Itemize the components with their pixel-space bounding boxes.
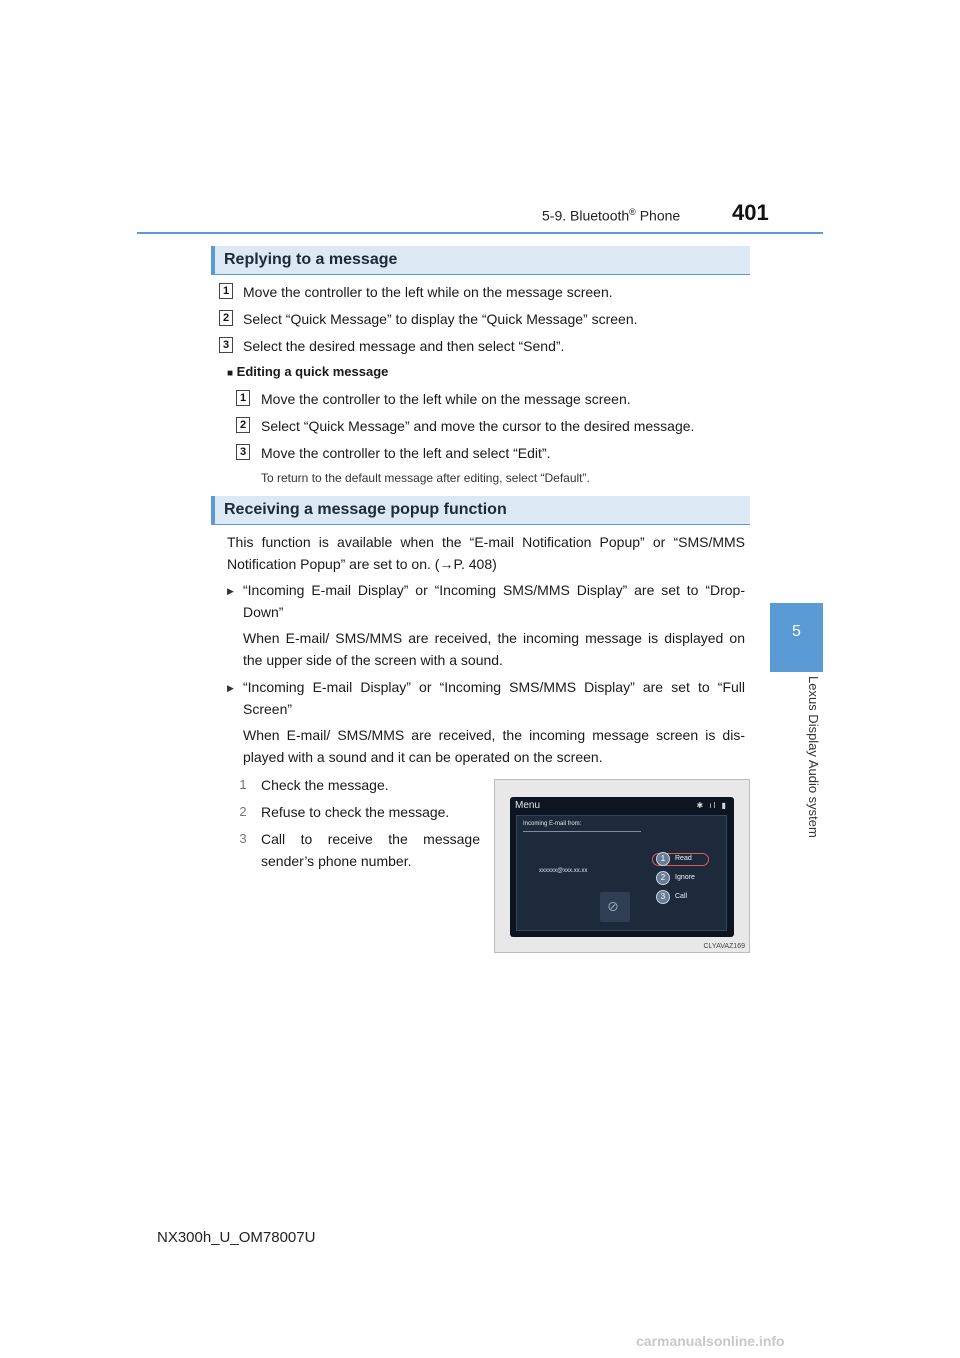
note-text: To return to the default message after e…	[261, 471, 590, 485]
subheading-editing: ■ Editing a quick message	[227, 364, 388, 379]
step-number: 1	[219, 283, 233, 299]
intro-paragraph: This function is available when the “E-m…	[227, 534, 745, 572]
watermark: carmanualsonline.info	[636, 1333, 785, 1349]
sender-address: xxxxxx@xxx.xx.xx	[539, 868, 588, 874]
divider	[523, 831, 641, 832]
callout-number: 1	[239, 777, 247, 792]
step-text: Move the controller to the left while on…	[261, 391, 631, 407]
step-number: 2	[236, 417, 250, 433]
incoming-panel: Incoming E-mail from: xxxxxx@xxx.xx.xx ⊘…	[516, 815, 727, 931]
chapter-title: Lexus Display Audio system	[806, 676, 821, 838]
triangle-bullet-icon: ▶	[227, 683, 234, 693]
callout-text: Check the message.	[261, 777, 389, 793]
step-number: 2	[219, 310, 233, 326]
section-name: 5-9. Bluetooth	[542, 207, 630, 224]
read-button[interactable]: Read	[675, 855, 692, 862]
bullet-body: When E-mail/ SMS/MMS are received, the i…	[243, 727, 745, 765]
section-title: Receiving a message popup function	[224, 501, 507, 518]
callout-number: 3	[239, 831, 247, 846]
section-name-tail: Phone	[635, 207, 681, 224]
triangle-bullet-icon: ▶	[227, 586, 234, 596]
section-title: Replying to a message	[224, 251, 398, 268]
step-number: 3	[236, 444, 250, 460]
chapter-number: 5	[792, 623, 801, 640]
ignore-button[interactable]: Ignore	[675, 874, 695, 881]
header-rule	[137, 232, 823, 234]
step-number: 3	[219, 337, 233, 353]
block-tile: ⊘	[600, 892, 630, 922]
display-screen: Menu ✱ ıl ▮ Incoming E-mail from: xxxxxx…	[510, 797, 734, 937]
step-text: Move the controller to the left and sele…	[261, 445, 551, 461]
bullet-body: When E-mail/ SMS/MMS are received, the i…	[243, 630, 745, 668]
callout-badge: 1	[656, 852, 670, 866]
section-underline	[211, 274, 750, 275]
bullet-heading: “Incoming E-mail Display” or “Incoming S…	[243, 582, 745, 620]
bullet-heading: “Incoming E-mail Display” or “Incoming S…	[243, 679, 745, 717]
status-icons: ✱ ıl ▮	[696, 801, 728, 810]
page-number: 401	[732, 200, 769, 225]
image-code: CLYAVAZ169	[703, 943, 745, 950]
call-button[interactable]: Call	[675, 893, 688, 900]
callout-text: Call to receive the message sender’s pho…	[261, 831, 480, 869]
menu-title: Menu	[515, 800, 541, 811]
read-highlight	[652, 853, 709, 866]
step-text: Select “Quick Message” to display the “Q…	[243, 311, 638, 327]
square-bullet: ■	[227, 368, 234, 379]
manual-code: NX300h_U_OM78007U	[157, 1229, 316, 1246]
from-label: Incoming E-mail from:	[523, 821, 582, 827]
callout-number: 2	[239, 804, 247, 819]
section-underline	[211, 524, 750, 525]
subheading-text: Editing a quick message	[236, 364, 389, 379]
callout-badge: 2	[656, 871, 670, 885]
step-text: Select the desired message and then sele…	[243, 338, 565, 354]
section-heading: 5-9. Bluetooth® Phone	[542, 207, 680, 224]
section-header-replying: Replying to a message	[211, 246, 750, 274]
step-number: 1	[236, 390, 250, 406]
chapter-tab: 5	[770, 603, 823, 672]
screen-illustration: Menu ✱ ıl ▮ Incoming E-mail from: xxxxxx…	[494, 779, 750, 953]
callout-badge: 3	[656, 890, 670, 904]
section-header-receiving: Receiving a message popup function	[211, 496, 750, 524]
block-icon: ⊘	[607, 898, 619, 914]
registered-mark: ®	[629, 207, 636, 217]
step-text: Select “Quick Message” and move the curs…	[261, 418, 695, 434]
step-text: Move the controller to the left while on…	[243, 284, 613, 300]
callout-text: Refuse to check the message.	[261, 804, 450, 820]
